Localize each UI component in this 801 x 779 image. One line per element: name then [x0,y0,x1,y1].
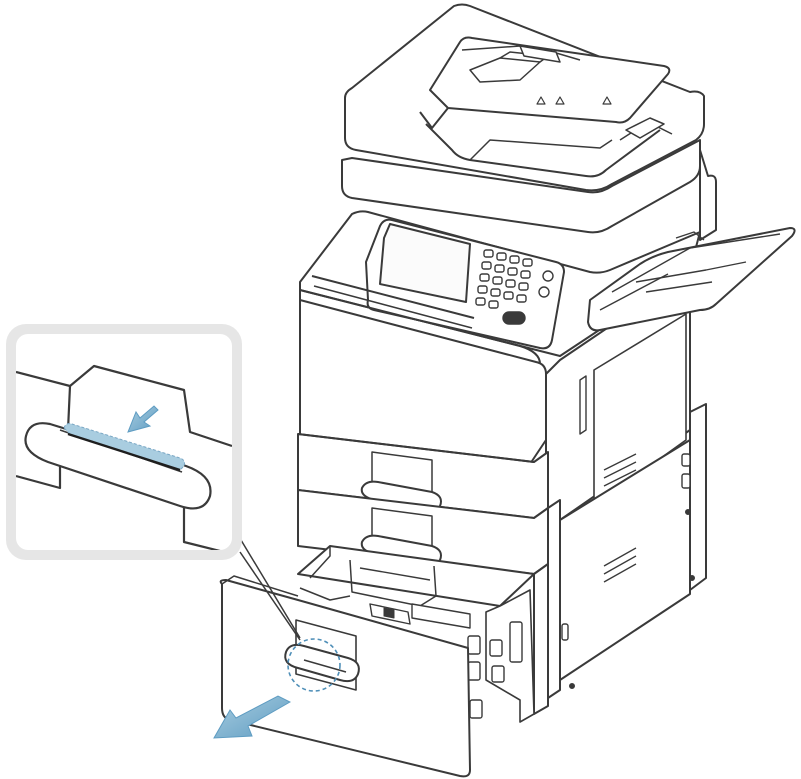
keypad [475,249,554,325]
pulled-out-tray [219,545,535,778]
highlight-circle-icon [287,638,341,692]
copier-body [297,149,796,715]
output-tray [587,227,796,332]
document-feeder [341,3,705,234]
press-arrow-icon [127,405,159,433]
inset-detail [6,324,242,560]
pull-arrow-icon [213,695,292,739]
warning-triangle-icon [536,96,612,105]
